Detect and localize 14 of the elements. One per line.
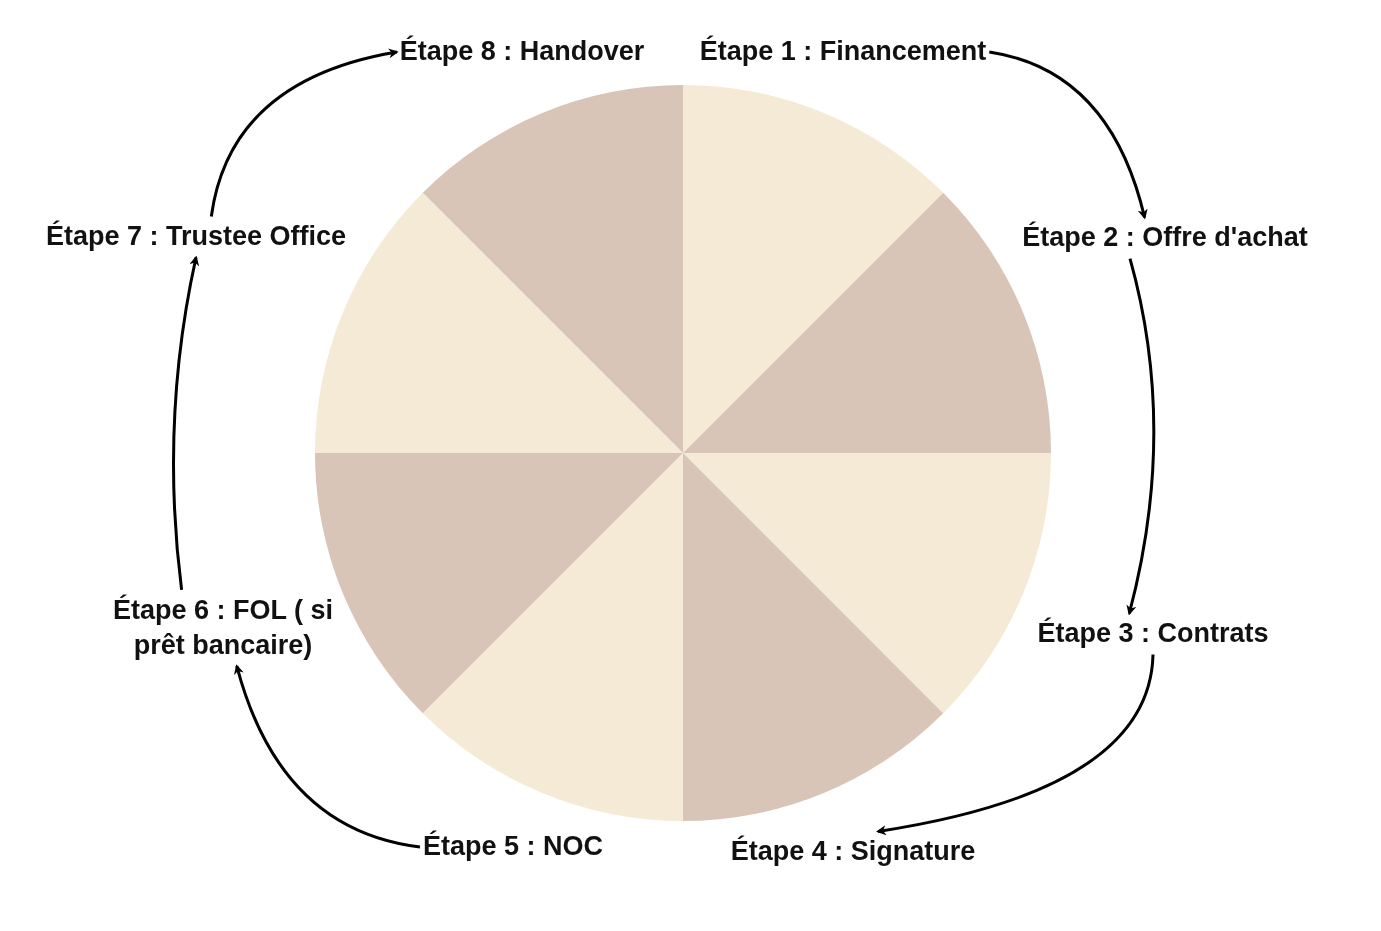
curved-arrow <box>234 664 421 849</box>
curved-arrow <box>209 48 399 217</box>
step-label: Étape 4 : Signature <box>727 831 979 873</box>
step-label: Étape 3 : Contrats <box>1034 613 1272 655</box>
step-label: Étape 8 : Handover <box>396 31 648 73</box>
curved-arrow <box>989 50 1148 220</box>
curved-arrow <box>172 255 200 591</box>
curved-arrow <box>1126 258 1156 616</box>
curved-arrow <box>876 654 1155 835</box>
step-label: Étape 6 : FOL ( si prêt bancaire) <box>85 589 361 667</box>
step-label: Étape 7 : Trustee Office <box>42 216 350 258</box>
step-label: Étape 2 : Offre d'achat <box>1019 217 1311 259</box>
step-label: Étape 5 : NOC <box>420 826 606 868</box>
step-label: Étape 1 : Financement <box>696 31 990 73</box>
